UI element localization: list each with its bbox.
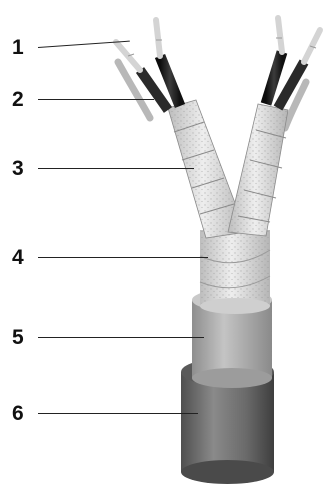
core-left-pair xyxy=(140,56,180,110)
conductor-tips xyxy=(116,18,320,70)
callout-label-5: 5 xyxy=(12,327,24,348)
callout-label-2: 2 xyxy=(12,89,24,110)
callout-label-3: 3 xyxy=(12,158,24,179)
overall-shield xyxy=(200,230,270,314)
callout-label-4: 4 xyxy=(12,247,24,268)
leader-line-5 xyxy=(38,337,204,338)
leader-line-6 xyxy=(38,413,198,414)
leader-line-4 xyxy=(38,257,208,258)
callout-label-6: 6 xyxy=(12,403,24,424)
callout-label-1: 1 xyxy=(12,37,24,58)
leader-line-3 xyxy=(38,168,194,169)
leader-line-2 xyxy=(38,99,154,100)
pair-shield-right xyxy=(228,104,288,236)
